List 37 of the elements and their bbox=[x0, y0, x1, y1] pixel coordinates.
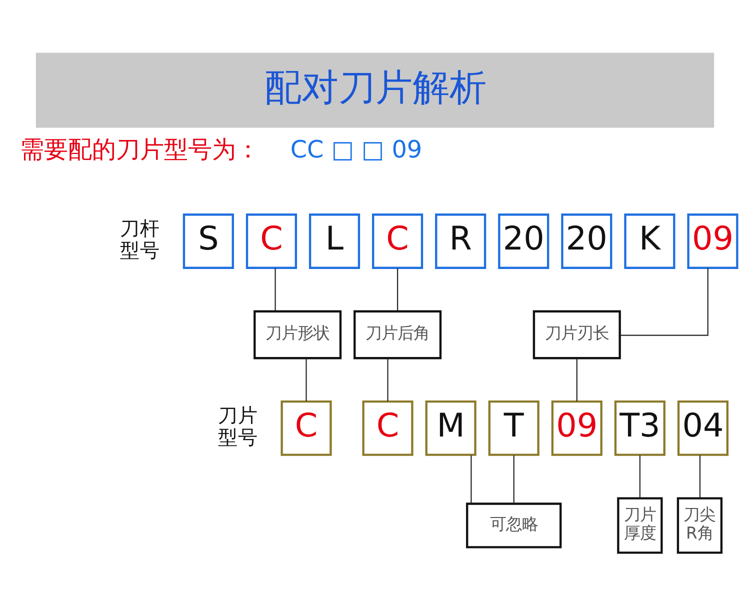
node-box: C bbox=[362, 400, 414, 456]
label: CC □ □ 09 bbox=[290, 136, 422, 164]
node-box: T3 bbox=[614, 400, 666, 456]
node-box: R bbox=[435, 214, 486, 269]
connector bbox=[387, 358, 388, 402]
node-box: 可忽略 bbox=[466, 502, 562, 548]
node-box: 20 bbox=[561, 214, 612, 269]
node-box: 20 bbox=[498, 214, 550, 269]
node-box: C bbox=[280, 400, 332, 456]
node-box: S bbox=[182, 214, 234, 269]
node-box: C bbox=[246, 214, 298, 269]
node-box: 刀尖R角 bbox=[676, 497, 723, 554]
connector bbox=[470, 455, 472, 504]
connector bbox=[513, 455, 514, 504]
connector bbox=[699, 455, 701, 498]
connector bbox=[620, 268, 708, 336]
connector bbox=[397, 268, 398, 312]
node-box: K bbox=[624, 214, 676, 269]
node-box: 刀片厚度 bbox=[617, 497, 663, 554]
connector bbox=[274, 268, 276, 312]
node-box: M bbox=[425, 400, 476, 456]
connector bbox=[576, 358, 578, 402]
node-box: L bbox=[308, 214, 360, 269]
diagram-title: 配对刀片解析 bbox=[264, 66, 487, 110]
node-box: 刀片形状 bbox=[254, 310, 342, 360]
node-box: 刀片刃长 bbox=[532, 310, 621, 360]
label: 需要配的刀片型号为： bbox=[20, 136, 260, 164]
connector bbox=[639, 455, 640, 498]
node-box: 09 bbox=[551, 400, 602, 456]
node-box: C bbox=[372, 214, 424, 269]
node-box: 刀片后角 bbox=[354, 310, 442, 360]
label: 刀杆型号 bbox=[120, 217, 160, 262]
connector bbox=[306, 358, 307, 402]
node-box: 04 bbox=[677, 400, 728, 456]
node-box: 09 bbox=[687, 214, 738, 269]
node-box: T bbox=[488, 400, 540, 456]
label: 刀片型号 bbox=[218, 404, 258, 449]
